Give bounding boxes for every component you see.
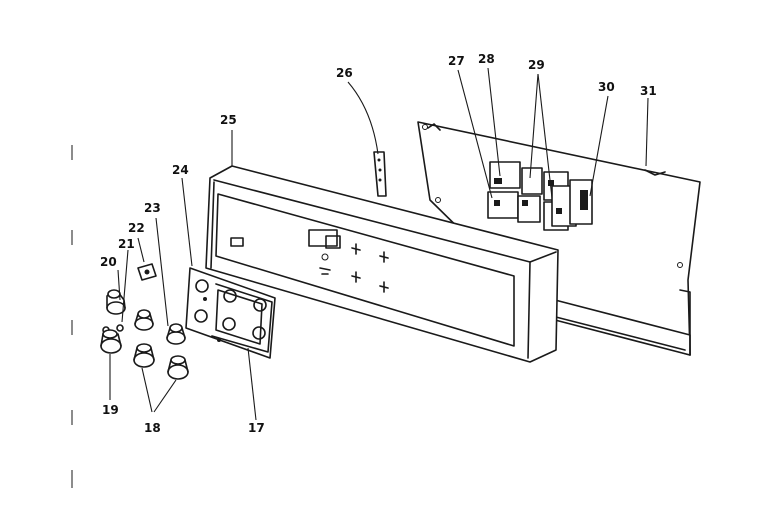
callout-20: 20 bbox=[100, 255, 117, 269]
knob-18b bbox=[167, 355, 189, 380]
callout-26: 26 bbox=[336, 66, 353, 80]
knob-set bbox=[100, 289, 189, 380]
knob-20 bbox=[106, 289, 126, 315]
callout-21: 21 bbox=[118, 237, 135, 251]
callout-19: 19 bbox=[102, 403, 119, 417]
callout-23: 23 bbox=[144, 201, 161, 215]
callout-25: 25 bbox=[220, 113, 237, 127]
callout-28: 28 bbox=[478, 52, 495, 66]
callout-24: 24 bbox=[172, 163, 189, 177]
knob-23b bbox=[166, 323, 186, 345]
callout-30: 30 bbox=[598, 80, 615, 94]
callout-22: 22 bbox=[128, 221, 145, 235]
knob-18a bbox=[133, 343, 155, 368]
bezel-plate bbox=[185, 267, 276, 359]
callout-31: 31 bbox=[640, 84, 657, 98]
callout-27: 27 bbox=[448, 54, 465, 68]
relay-block bbox=[487, 161, 593, 231]
small-bracket bbox=[137, 263, 157, 281]
circuit-board bbox=[417, 121, 701, 356]
callout-17: 17 bbox=[248, 421, 265, 435]
leader-lines bbox=[109, 67, 649, 421]
callout-labels: 17 18 19 20 21 22 23 24 25 26 27 28 29 3… bbox=[100, 52, 657, 435]
callout-18: 18 bbox=[144, 421, 161, 435]
terminal-strip bbox=[373, 151, 387, 197]
knob-19 bbox=[100, 329, 122, 354]
knob-23 bbox=[134, 309, 154, 331]
callout-29: 29 bbox=[528, 58, 545, 72]
console-housing bbox=[205, 165, 559, 363]
